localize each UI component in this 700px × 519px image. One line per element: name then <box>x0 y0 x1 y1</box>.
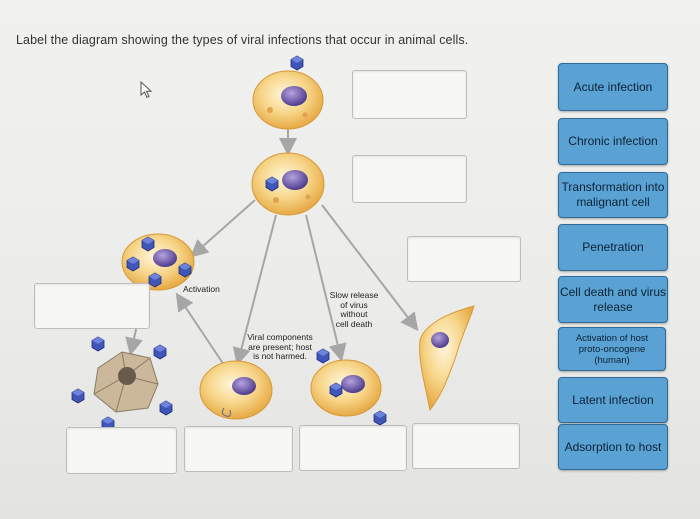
drop-target-7[interactable] <box>299 425 407 471</box>
host-cell-latent <box>199 360 273 420</box>
mouse-pointer-icon <box>140 80 153 99</box>
label-tile-transformation[interactable]: Transformation into malignant cell <box>558 172 668 218</box>
virus-particle-icon <box>91 336 105 352</box>
virus-particle-icon <box>141 236 155 252</box>
label-tile-proto-oncogene[interactable]: Activation of host proto-oncogene (human… <box>558 327 666 371</box>
virus-particle-icon <box>265 176 279 192</box>
drop-target-8[interactable] <box>412 423 520 469</box>
lysed-cell <box>71 336 173 432</box>
label-slow-release: Slow release of virus without cell death <box>329 290 379 329</box>
drop-target-4[interactable] <box>34 283 150 329</box>
label-tile-acute-infection[interactable]: Acute infection <box>558 63 668 111</box>
question-text: Label the diagram showing the types of v… <box>16 33 469 47</box>
diagram-arrows <box>125 128 419 366</box>
host-cell-penetration <box>251 152 325 216</box>
label-tile-penetration[interactable]: Penetration <box>558 224 668 271</box>
drop-target-2[interactable] <box>352 155 467 203</box>
virus-particle-icon <box>373 410 387 426</box>
drop-target-5[interactable] <box>66 427 177 474</box>
virus-particle-icon <box>290 55 304 71</box>
virus-particle-icon <box>159 400 173 416</box>
virus-particle-icon <box>153 344 167 360</box>
transformed-cell <box>419 305 475 412</box>
virus-particle-icon <box>178 262 192 278</box>
host-cell-adsorption <box>252 55 324 130</box>
virus-particle-icon <box>148 272 162 288</box>
label-viral-components: Viral components are present; host is no… <box>247 332 313 361</box>
label-tile-latent-infection[interactable]: Latent infection <box>558 377 668 423</box>
label-tile-chronic-infection[interactable]: Chronic infection <box>558 118 668 165</box>
virus-particle-icon <box>126 256 140 272</box>
drop-target-1[interactable] <box>352 70 467 119</box>
drop-target-3[interactable] <box>407 236 521 282</box>
label-activation: Activation <box>183 284 220 294</box>
virus-particle-icon <box>329 382 343 398</box>
drop-target-6[interactable] <box>184 426 293 472</box>
host-cell-chronic <box>310 348 387 426</box>
label-tile-adsorption[interactable]: Adsorption to host <box>558 424 668 470</box>
label-tile-cell-death[interactable]: Cell death and virus release <box>558 276 668 323</box>
host-cell-left <box>121 233 195 291</box>
virus-particle-icon <box>71 388 85 404</box>
